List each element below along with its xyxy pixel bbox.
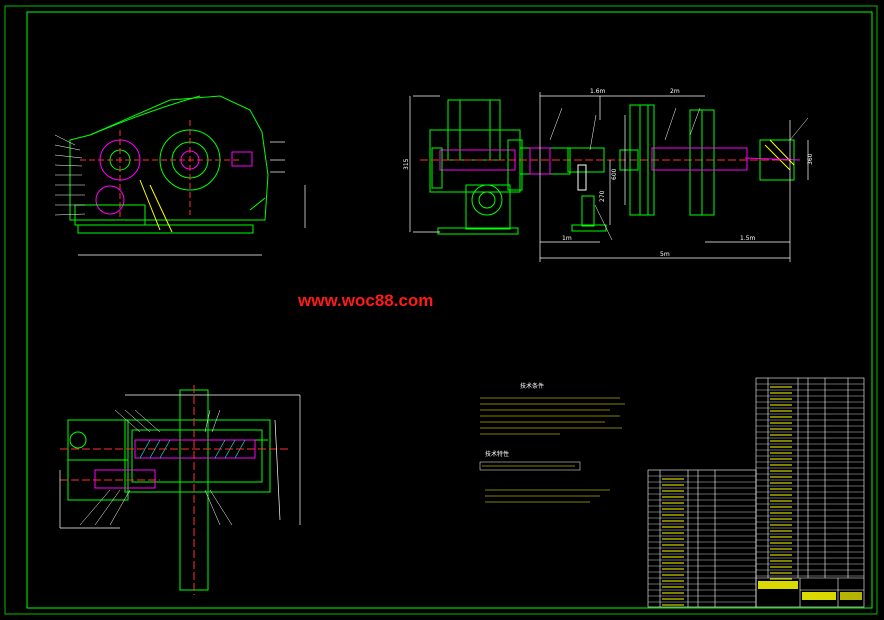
- dim-vertical-1: 270: [599, 190, 606, 202]
- inner-border: [26, 11, 873, 609]
- dim-vertical-2: 600: [611, 168, 618, 180]
- dim-vertical-4: 360: [807, 153, 814, 165]
- watermark-text: www.woc88.com: [297, 291, 433, 310]
- outer-border: [4, 5, 878, 615]
- title-block: [758, 581, 862, 600]
- notes-heading: 技术条件: [520, 382, 544, 390]
- dim-top-right: 2m: [670, 88, 680, 95]
- drive-layout-view: 1.6m 2m 1m 1.5m 5m 270 600 315 360: [403, 88, 814, 262]
- spec-heading: 技术特性: [485, 450, 509, 458]
- dim-overall: 5m: [660, 251, 670, 258]
- gearbox-front-view: [54, 95, 306, 256]
- parts-list: [647, 377, 865, 608]
- technical-notes: 技术条件 技术特性: [479, 382, 625, 503]
- spec-table: [479, 461, 581, 471]
- parts-list-rows: [648, 383, 864, 606]
- dim-top-left: 1.6m: [590, 88, 606, 95]
- gearbox-section-view: [59, 385, 301, 595]
- dim-vertical-3: 315: [403, 158, 410, 170]
- dim-bottom-left: 1m: [562, 235, 572, 242]
- dim-bottom-right: 1.5m: [740, 235, 756, 242]
